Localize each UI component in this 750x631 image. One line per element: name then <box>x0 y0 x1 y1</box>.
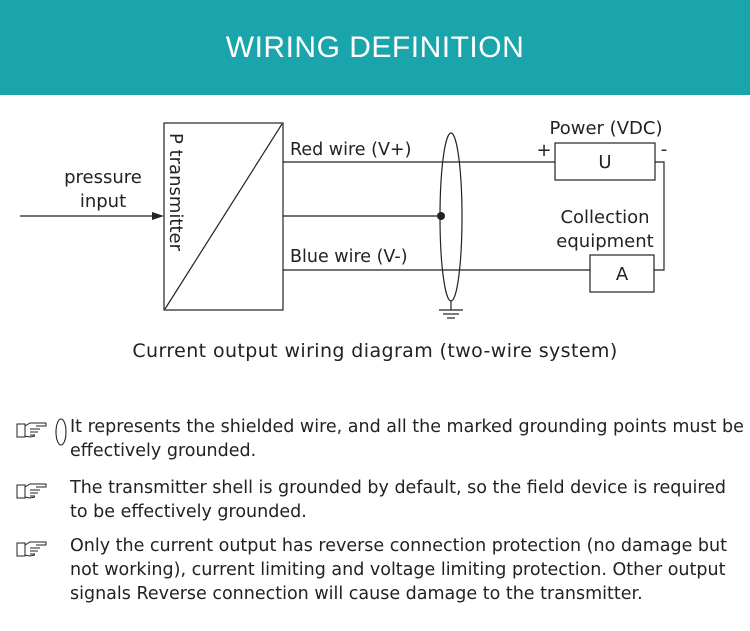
input-label-line2: input <box>80 191 126 212</box>
pointing-hand-icon <box>16 483 47 499</box>
pointing-hand-icon <box>16 422 47 438</box>
transmitter-label: P transmitter <box>165 133 186 252</box>
page-title: WIRING DEFINITION <box>225 30 525 64</box>
power-minus-sign: - <box>661 139 668 160</box>
input-label-line1: pressure <box>64 167 142 188</box>
ground-symbol-icon <box>439 309 463 319</box>
ammeter-box <box>589 254 655 293</box>
diagram-caption: Current output wiring diagram (two-wire … <box>132 340 617 362</box>
wiring-diagram-svg: pressure input P transmitter Red wire (V… <box>20 118 668 362</box>
grounding-junction-dot <box>437 212 445 220</box>
blue-wire-label: Blue wire (V-) <box>290 247 408 267</box>
pointing-hand-icon <box>16 541 47 557</box>
transmitter-diagonal <box>164 123 283 310</box>
note-text: The transmitter shell is grounded by def… <box>70 478 727 522</box>
shielded-wire-ellipse-icon <box>55 418 67 446</box>
note-text: It represents the shielded wire, and all… <box>70 417 744 461</box>
header-banner: WIRING DEFINITION <box>0 0 750 95</box>
red-wire-label: Red wire (V+) <box>290 140 411 160</box>
power-label: Power (VDC) <box>550 118 663 139</box>
return-wire <box>654 161 665 271</box>
ammeter-label: A <box>616 264 629 285</box>
note-text: Only the current output has reverse conn… <box>70 536 727 604</box>
collection-label-line1: Collection <box>560 207 649 228</box>
collection-label-line2: equipment <box>556 231 653 252</box>
voltage-source-label: U <box>598 152 611 173</box>
input-arrow-head <box>152 212 164 220</box>
power-plus-sign: + <box>536 140 551 161</box>
wiring-diagram: pressure input P transmitter Red wire (V… <box>0 95 750 395</box>
